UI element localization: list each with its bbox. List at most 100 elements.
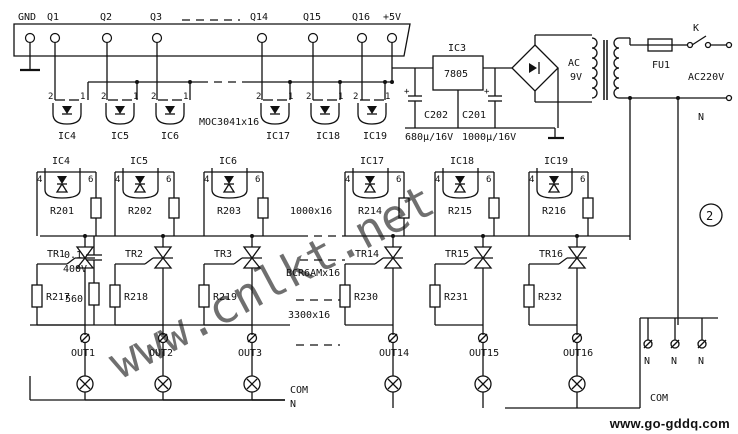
- neutral-label: N: [698, 356, 704, 367]
- triac-label: TR14: [355, 249, 379, 260]
- snubber-resistor-label: R230: [354, 292, 378, 303]
- snubber-resistor: [429, 284, 441, 308]
- snubber-resistor-label: R217: [46, 292, 70, 303]
- label-gnd: GND: [18, 12, 36, 23]
- label-c202: C202: [424, 110, 448, 121]
- label-c202-value: 680µ/16V: [405, 132, 453, 143]
- terminal-q15: [307, 32, 319, 44]
- output-label: OUT16: [563, 348, 593, 359]
- triac-symbol: [567, 246, 587, 260]
- snubber-cap-voltage: 400V: [63, 264, 87, 275]
- pin-label: 6: [255, 175, 260, 185]
- gate-resistor: [90, 197, 102, 219]
- pin-label: 2: [353, 92, 358, 102]
- pin-label: 1: [385, 92, 390, 102]
- pin-label: 6: [396, 175, 401, 185]
- opto-input-label: IC17: [266, 131, 290, 142]
- label-ic3: IC3: [448, 43, 466, 54]
- opto-output-label: IC17: [360, 156, 384, 167]
- pin-label: 1: [183, 92, 188, 102]
- label-9v: 9V: [570, 72, 582, 83]
- label-5v: +5V: [383, 12, 401, 23]
- output-label: OUT3: [238, 348, 262, 359]
- triac-symbol: [153, 246, 173, 260]
- terminal-q16: [356, 32, 368, 44]
- terminal-q14: [256, 32, 268, 44]
- figure-number-text: 2: [706, 209, 713, 223]
- snubber-resistor: [109, 284, 121, 308]
- gate-resistor-label: R203: [217, 206, 241, 217]
- neutral-terminal: N: [670, 318, 680, 367]
- output-label: OUT14: [379, 348, 409, 359]
- label-q2: Q2: [100, 12, 112, 23]
- neutral-label: N: [644, 356, 650, 367]
- opto-input-label: IC19: [363, 131, 387, 142]
- snubber-res-value: 560: [65, 294, 83, 305]
- note-rgate: 1000x16: [290, 206, 332, 217]
- pin-label: 2: [306, 92, 311, 102]
- opto-input-label: IC5: [111, 131, 129, 142]
- label-fu1: FU1: [652, 60, 670, 71]
- label-n: N: [698, 112, 704, 123]
- pin-label: 4: [115, 175, 120, 185]
- label-com-right: COM: [650, 393, 668, 404]
- gate-resistor-label: R201: [50, 206, 74, 217]
- triac-symbol: [75, 246, 95, 260]
- triac-symbol: [473, 246, 493, 260]
- svg-text:+: +: [404, 87, 410, 97]
- pin-label: 6: [580, 175, 585, 185]
- snubber-resistor-label: R232: [538, 292, 562, 303]
- opto-input-label: IC18: [316, 131, 340, 142]
- pin-label: 4: [529, 175, 534, 185]
- opto-input-label: IC4: [58, 131, 76, 142]
- label-q14: Q14: [250, 12, 268, 23]
- pin-label: 2: [256, 92, 261, 102]
- label-q1: Q1: [47, 12, 59, 23]
- pin-label: 6: [486, 175, 491, 185]
- snubber-resistor-label: R231: [444, 292, 468, 303]
- pin-label: 6: [88, 175, 93, 185]
- pin-label: 1: [338, 92, 343, 102]
- pin-label: 6: [166, 175, 171, 185]
- label-n-left: N: [290, 399, 296, 410]
- transformer-primary: [613, 37, 620, 99]
- label-q15: Q15: [303, 12, 321, 23]
- pin-label: 2: [151, 92, 156, 102]
- snubber-resistor-label: R218: [124, 292, 148, 303]
- triac-symbol: [242, 246, 262, 260]
- gate-resistor: [257, 197, 269, 219]
- label-7805: 7805: [444, 69, 468, 80]
- snubber-resistor: [31, 284, 43, 308]
- label-c201: C201: [462, 110, 486, 121]
- note-triac: BCR6AMx16: [286, 268, 340, 279]
- gate-resistor: [582, 197, 594, 219]
- gate-resistor-label: R215: [448, 206, 472, 217]
- snubber-resistor: [523, 284, 535, 308]
- snubber-resistor: [339, 284, 351, 308]
- site-url: www.go-gddq.com: [609, 416, 730, 431]
- pin-label: 1: [80, 92, 85, 102]
- terminal-q1: [49, 32, 61, 44]
- output-label: OUT2: [149, 348, 173, 359]
- gate-resistor: [168, 197, 180, 219]
- gate-resistor-label: R202: [128, 206, 152, 217]
- label-ac: AC: [568, 58, 580, 69]
- terminal-q2: [101, 32, 113, 44]
- transformer-secondary: [585, 34, 598, 103]
- opto-output-label: IC4: [52, 156, 70, 167]
- note-rsnub: 3300x16: [288, 310, 330, 321]
- pin-label: 1: [133, 92, 138, 102]
- label-com-left: COM: [290, 385, 308, 396]
- opto-input-label: IC6: [161, 131, 179, 142]
